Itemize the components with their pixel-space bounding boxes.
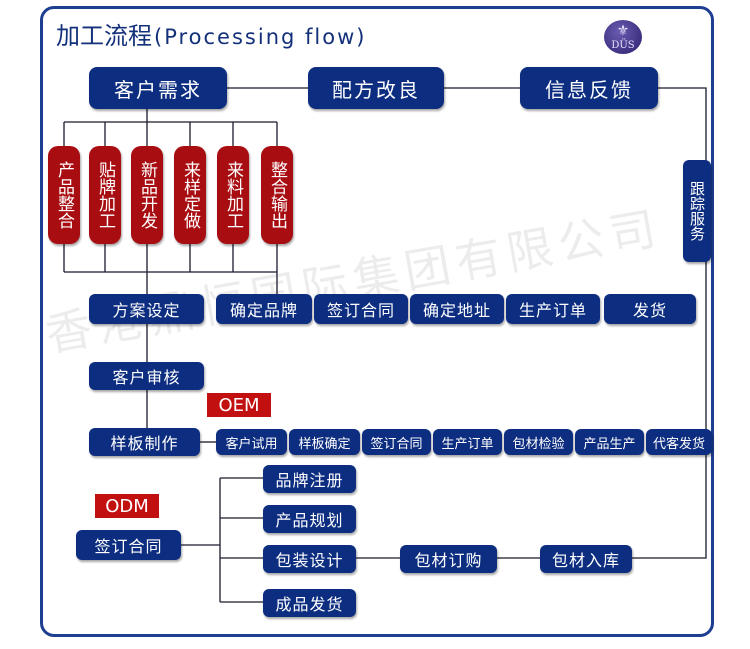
red-box-custom-sample: 来样定做 xyxy=(174,146,206,244)
logo: ⚜ DÜS xyxy=(604,20,642,54)
box-info-feedback: 信息反馈 xyxy=(520,67,658,109)
box-odm-sign-contract: 签订合同 xyxy=(76,530,181,560)
box-packaging-purchase: 包材订购 xyxy=(400,545,497,573)
box-packaging-warehousing: 包材入库 xyxy=(540,545,632,573)
oem-tag: OEM xyxy=(207,393,271,417)
title-cn: 加工流程 xyxy=(56,22,152,50)
line-packaging-to-side xyxy=(632,448,707,559)
box-tracking-service: 跟踪服务 xyxy=(683,160,711,262)
box-sample-confirm: 样板确定 xyxy=(289,429,360,455)
box-sign-contract: 签订合同 xyxy=(314,294,408,324)
box-product-production: 产品生产 xyxy=(575,429,644,455)
box-sample-production-order: 生产订单 xyxy=(433,429,502,455)
box-packaging-inspection: 包材检验 xyxy=(504,429,573,455)
box-ship: 发货 xyxy=(604,294,696,324)
box-customer-review: 客户审核 xyxy=(89,362,204,390)
box-customer-trial: 客户试用 xyxy=(216,429,287,455)
box-sample-making: 样板制作 xyxy=(89,428,200,456)
title-en: (Processing flow) xyxy=(154,25,367,49)
box-confirm-brand: 确定品牌 xyxy=(216,294,312,324)
box-finished-shipping: 成品发货 xyxy=(263,589,356,617)
red-box-oem-processing: 贴牌加工 xyxy=(89,146,121,244)
red-box-product-integration: 产品整合 xyxy=(48,146,80,244)
box-plan-setting: 方案设定 xyxy=(89,294,204,324)
page-title: 加工流程(Processing flow) xyxy=(56,16,366,51)
red-box-material-processing: 来料加工 xyxy=(217,146,249,244)
outer-frame xyxy=(40,6,714,637)
odm-tag: ODM xyxy=(95,494,159,518)
red-box-integrated-output: 整合输出 xyxy=(261,146,293,244)
box-dropship: 代客发货 xyxy=(646,429,712,455)
box-packaging-design: 包装设计 xyxy=(263,545,356,573)
fleur-de-lis-icon: ⚜ xyxy=(616,23,630,39)
box-formula-improvement: 配方改良 xyxy=(308,67,444,109)
line-feedback-to-side xyxy=(658,87,707,448)
box-brand-registration: 品牌注册 xyxy=(263,465,356,493)
box-sample-sign-contract: 签订合同 xyxy=(362,429,431,455)
box-customer-demand: 客户需求 xyxy=(89,67,227,109)
logo-text: DÜS xyxy=(611,40,635,51)
box-production-order: 生产订单 xyxy=(506,294,600,324)
box-product-planning: 产品规划 xyxy=(263,505,356,533)
box-confirm-address: 确定地址 xyxy=(410,294,504,324)
red-box-new-product: 新品开发 xyxy=(131,146,163,244)
